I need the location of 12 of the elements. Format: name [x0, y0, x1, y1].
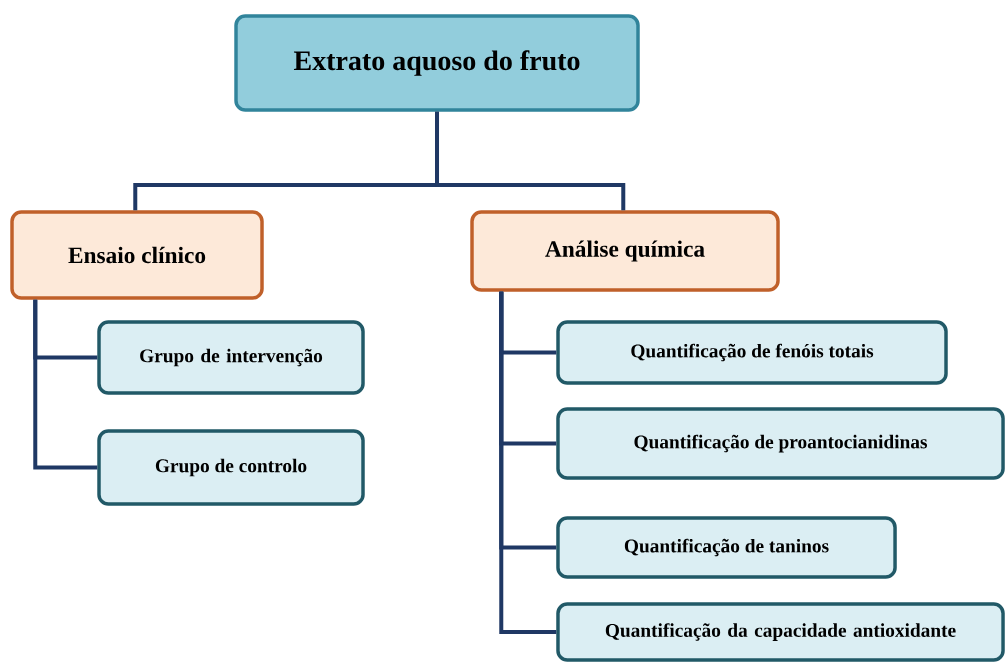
item-box: Grupo de controlo [97, 429, 365, 506]
item-box: Quantificação de taninos [556, 516, 897, 579]
item-box: Quantificação de fenóis totais [556, 320, 948, 385]
connector-line [435, 111, 626, 211]
connector-line [499, 291, 557, 634]
category-box: Análise química [470, 210, 780, 292]
item-box: Grupo de intervenção [97, 320, 365, 395]
root-box: Extrato aquoso do fruto [234, 14, 640, 112]
item-box: Quantificação de proantocianidinas [556, 407, 1005, 480]
category-box: Ensaio clínico [10, 210, 264, 300]
connector-line [33, 299, 98, 470]
item-box: Quantificação da capacidade antioxidante [556, 602, 1005, 662]
